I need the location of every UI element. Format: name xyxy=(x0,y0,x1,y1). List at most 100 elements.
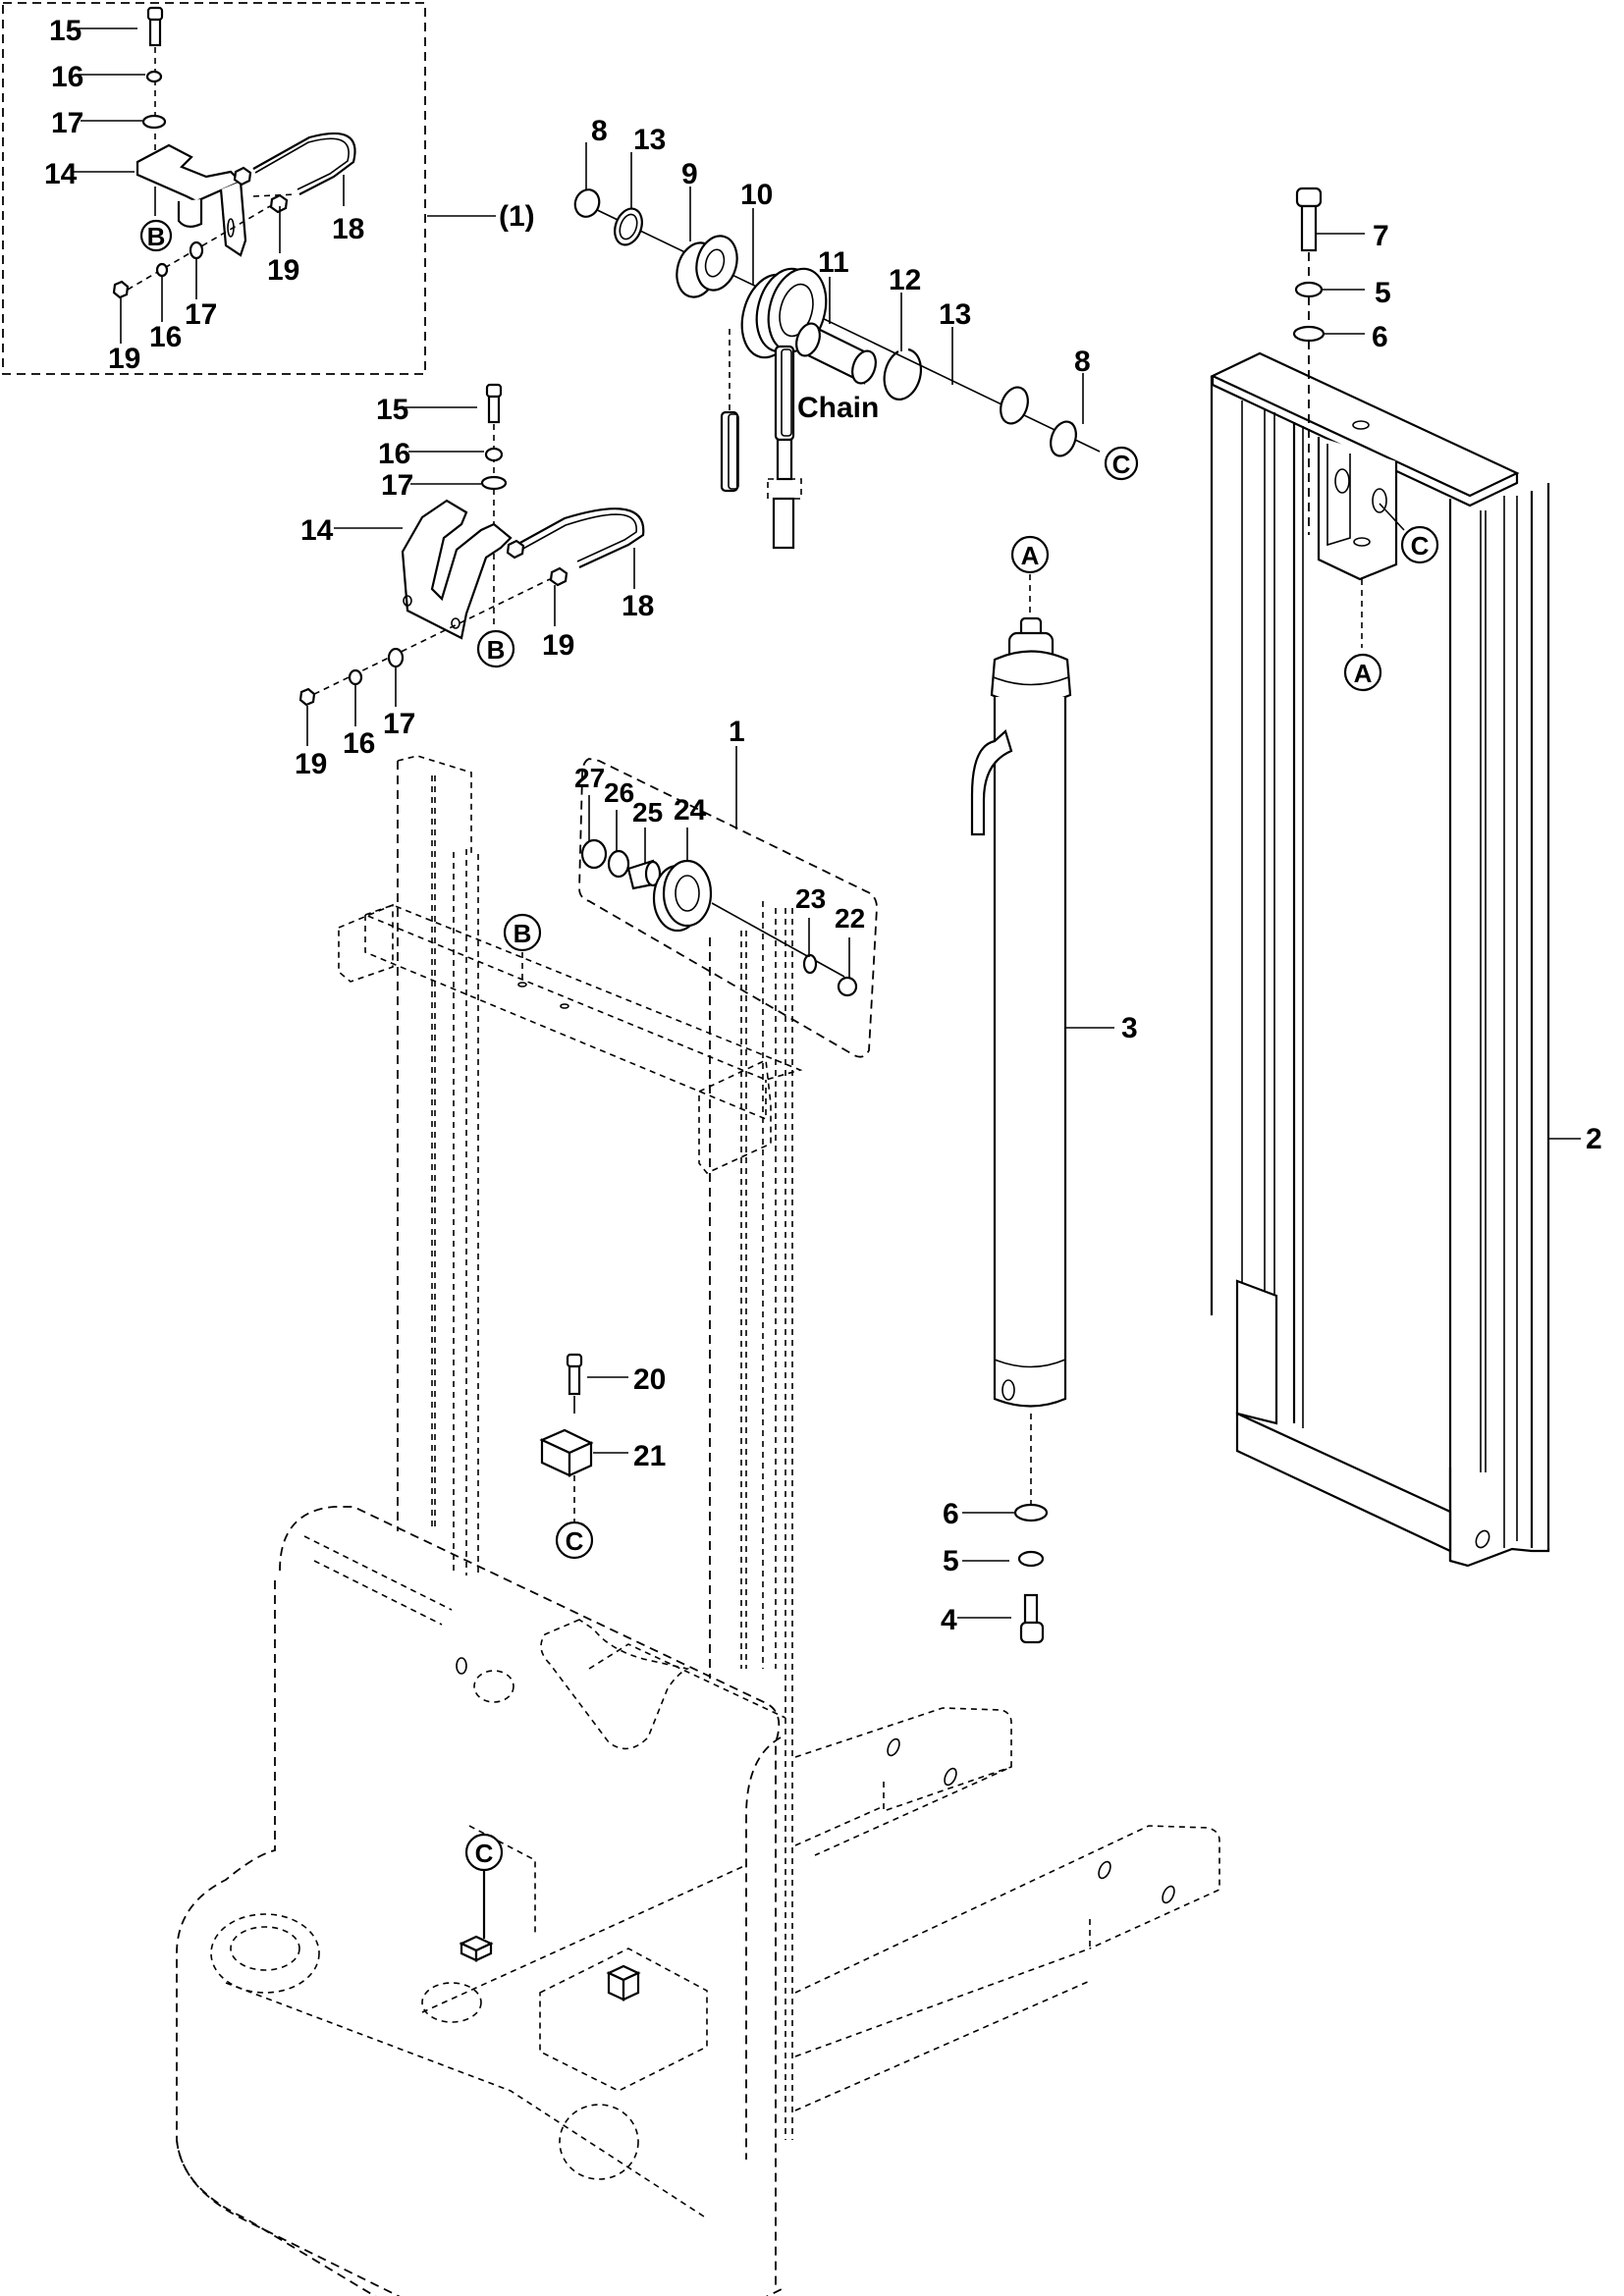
washer-icon xyxy=(141,114,167,130)
roller-assembly-1: 1 27 26 25 24 23 22 xyxy=(574,716,878,1058)
callout-14: 14 xyxy=(44,158,78,190)
inset-dashed-border xyxy=(2,2,426,375)
callout-24: 24 xyxy=(674,794,707,827)
spacer-washer-icon xyxy=(1000,386,1029,425)
truck-chassis: C xyxy=(176,1506,1220,2296)
lock-washer-icon xyxy=(348,668,363,686)
callout-19: 19 xyxy=(267,254,299,287)
pulley-pin-icon xyxy=(795,322,877,385)
block-icon xyxy=(459,1935,494,1962)
callout-21: 21 xyxy=(633,1440,666,1472)
outer-mast-frame: C A 7 5 6 2 xyxy=(1210,187,1602,1568)
reference-marker-label: B xyxy=(147,222,166,251)
nut-icon xyxy=(269,193,289,214)
inner-mast: B xyxy=(338,755,803,2140)
nut-icon xyxy=(506,539,525,560)
callout-1: 1 xyxy=(729,716,745,748)
lift-cylinder: A 3 6 5 4 xyxy=(941,535,1138,1644)
u-bolt-icon xyxy=(252,132,356,195)
turntable-icon xyxy=(210,1913,320,1994)
callout-3: 3 xyxy=(1121,1012,1138,1044)
reference-marker-b xyxy=(476,629,515,668)
callout-5: 5 xyxy=(943,1545,959,1577)
o-ring-icon xyxy=(1050,420,1077,457)
reference-marker-a xyxy=(1343,653,1382,692)
reference-marker-label: C xyxy=(475,1839,494,1868)
bolt-icon xyxy=(485,383,503,424)
u-bolt-icon xyxy=(507,507,645,568)
callout-13: 13 xyxy=(939,298,971,331)
callout-19: 19 xyxy=(295,748,327,780)
reference-marker-label: C xyxy=(1112,450,1131,479)
callout-27: 27 xyxy=(574,763,605,793)
screw-icon xyxy=(837,976,858,997)
spacer-washer-icon xyxy=(614,207,643,246)
callout-16: 16 xyxy=(343,727,375,760)
bearing-icon xyxy=(676,235,738,298)
callout-26: 26 xyxy=(604,777,634,808)
washer-icon xyxy=(802,953,818,975)
washer-icon xyxy=(1013,1503,1049,1522)
callout-17: 17 xyxy=(51,107,83,139)
callout-5: 5 xyxy=(1375,277,1391,309)
callout-17: 17 xyxy=(185,298,217,331)
reference-marker-c xyxy=(1104,446,1139,481)
reference-marker-label: A xyxy=(1021,541,1040,570)
snap-ring-icon xyxy=(883,347,923,400)
callout-14: 14 xyxy=(300,514,334,547)
callout-22: 22 xyxy=(835,903,865,934)
reference-marker-a xyxy=(1010,535,1050,574)
inset-assembly-1: B 15 16 17 14 18 19 17 16 19 (1) xyxy=(2,2,535,375)
callout-10: 10 xyxy=(740,179,773,211)
chain-anchor-block: C 20 21 xyxy=(539,1353,666,1560)
nut-icon xyxy=(233,166,252,187)
lock-washer-icon xyxy=(1294,281,1324,298)
shaft-icon xyxy=(626,859,662,890)
washer-icon xyxy=(607,849,630,879)
bolt-icon xyxy=(1019,1593,1045,1644)
reference-marker-label: B xyxy=(487,635,506,665)
callout-13: 13 xyxy=(633,124,666,156)
pulley-assembly: C 8 13 9 10 11 12 13 8 Chain xyxy=(573,115,1139,550)
callout-18: 18 xyxy=(622,590,654,622)
bolt-icon xyxy=(1295,187,1323,252)
lock-washer-icon xyxy=(1017,1550,1045,1568)
callout-17: 17 xyxy=(381,469,413,502)
nut-icon xyxy=(112,280,130,299)
callout-15: 15 xyxy=(376,394,408,426)
reference-marker-c xyxy=(555,1521,594,1560)
reference-marker-b xyxy=(139,219,173,252)
hydraulic-hose-icon xyxy=(970,729,1013,836)
reference-marker-c xyxy=(464,1833,504,1872)
nut-icon xyxy=(298,687,316,707)
chain-icon xyxy=(720,410,739,493)
callout-17: 17 xyxy=(383,708,415,740)
callout-7: 7 xyxy=(1373,220,1389,252)
callout-16: 16 xyxy=(378,438,410,470)
callout-19: 19 xyxy=(108,343,140,375)
callout-11: 11 xyxy=(818,246,849,279)
callout-chain: Chain xyxy=(797,392,879,424)
lock-washer-icon xyxy=(145,70,163,83)
callout-4: 4 xyxy=(941,1604,957,1636)
reference-marker-c xyxy=(1400,525,1439,564)
reference-marker-label: A xyxy=(1354,659,1373,688)
callout-8: 8 xyxy=(591,115,608,147)
chain-icon xyxy=(767,345,802,550)
roller-bearing-icon xyxy=(652,859,713,933)
callout-23: 23 xyxy=(795,883,826,914)
block-icon xyxy=(539,1428,594,1477)
callout-16: 16 xyxy=(51,61,83,93)
lock-washer-icon xyxy=(155,262,169,278)
callout-2: 2 xyxy=(1586,1123,1602,1155)
bracket-icon xyxy=(135,143,247,257)
lock-washer-icon xyxy=(484,447,504,462)
callout-group-1: (1) xyxy=(499,200,535,233)
reference-marker-label: B xyxy=(514,919,532,948)
washer-icon xyxy=(1292,325,1326,343)
callout-9: 9 xyxy=(681,158,698,190)
bracket-icon xyxy=(401,499,513,640)
callout-25: 25 xyxy=(632,797,663,828)
bolt-icon xyxy=(146,6,164,47)
callout-19: 19 xyxy=(542,629,574,662)
